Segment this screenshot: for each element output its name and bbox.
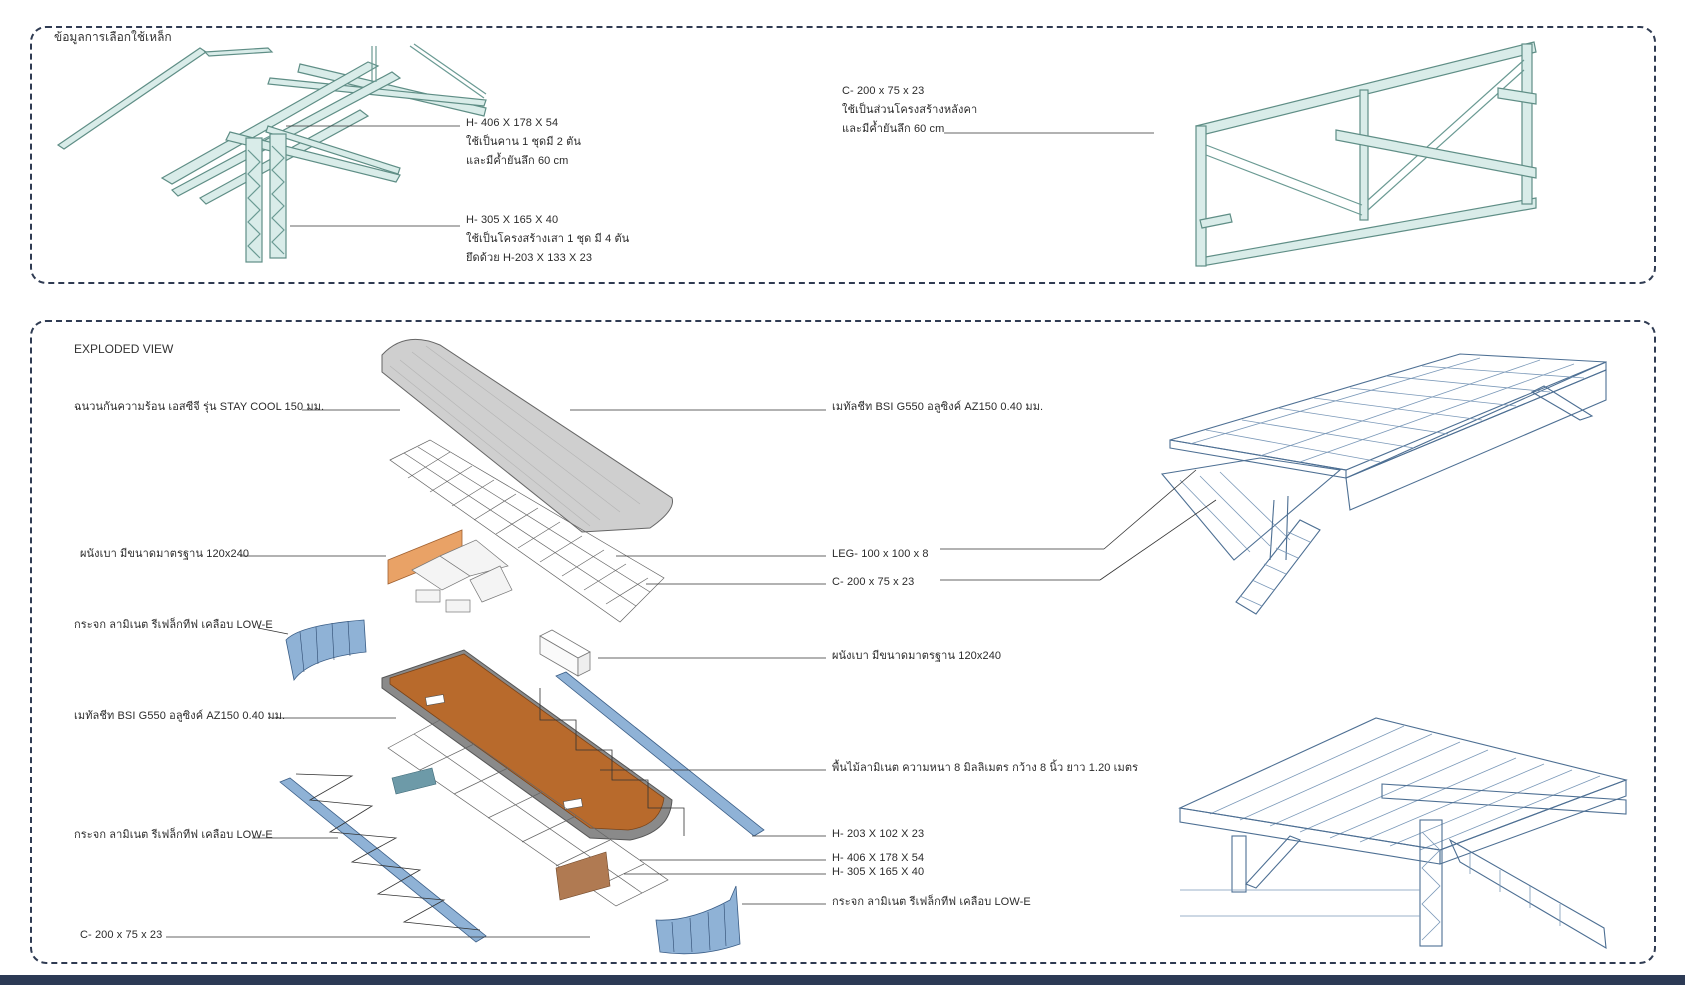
label-leg-100: LEG- 100 x 100 x 8 — [832, 548, 929, 560]
exploded-roof-grid — [389, 439, 665, 623]
label-h406: H- 406 X 178 X 54 — [832, 852, 925, 864]
label-partition-wall-right: ผนังเบา มีขนาดมาตรฐาน 120x240 — [832, 650, 1002, 662]
label-glass-left-1: กระจก ลามิเนต รีเฟล็กทีฟ เคลือบ LOW-E — [74, 619, 273, 631]
label-h203: H- 203 X 102 X 23 — [832, 828, 925, 840]
label-partition-wall-left: ผนังเบา มีขนาดมาตรฐาน 120x240 — [80, 548, 250, 560]
label-h305-column: H- 305 X 165 X 40 ใช้เป็นโครงสร้างเสา 1 … — [466, 211, 629, 268]
label-line: และมีค้ำยันลึก 60 cm — [842, 123, 945, 135]
steel-beam-column-drawing — [56, 43, 487, 263]
roof-truss-drawing — [1195, 41, 1537, 267]
skybridge-perspective-top — [1160, 353, 1607, 615]
label-line: H- 305 X 165 X 40 — [466, 214, 559, 226]
label-line: ใช้เป็นคาน 1 ชุดมี 2 ตัน — [466, 136, 582, 148]
leader-lines — [166, 125, 1217, 938]
exploded-partition-walls — [387, 529, 513, 613]
exploded-roof-panel — [381, 338, 674, 533]
label-metal-sheet-right: เมทัลชีท BSI G550 อลูซิงค์ AZ150 0.40 มม… — [832, 401, 1044, 413]
label-c200-right: C- 200 x 75 x 23 — [832, 576, 915, 588]
label-line: ใช้เป็นโครงสร้างเสา 1 ชุด มี 4 ตัน — [466, 233, 630, 245]
label-line: H- 406 X 178 X 54 — [466, 117, 559, 129]
label-glass-right: กระจก ลามิเนต รีเฟล็กทีฟ เคลือบ LOW-E — [832, 896, 1031, 908]
exploded-view-title: EXPLODED VIEW — [74, 342, 174, 356]
label-line: ใช้เป็นส่วนโครงสร้างหลังคา — [842, 104, 978, 116]
label-c200-roof: C- 200 x 75 x 23 ใช้เป็นส่วนโครงสร้างหลั… — [842, 82, 977, 139]
top-panel-title: ข้อมูลการเลือกใช้เหล็ก — [54, 30, 172, 44]
label-glass-left-2: กระจก ลามิเนต รีเฟล็กทีฟ เคลือบ LOW-E — [74, 829, 273, 841]
label-laminate-floor: พื้นไม้ลามิเนต ความหนา 8 มิลลิเมตร กว้าง… — [832, 762, 1139, 774]
label-line: และมีค้ำยันลึก 60 cm — [466, 155, 569, 167]
label-h305: H- 305 X 165 X 40 — [832, 866, 925, 878]
label-line: C- 200 x 75 x 23 — [842, 85, 925, 97]
exploded-floor-grid — [387, 719, 669, 907]
label-metal-sheet-left: เมทัลชีท BSI G550 อลูซิงค์ AZ150 0.40 มม… — [74, 710, 286, 722]
footer-bar — [0, 975, 1685, 985]
exploded-small-wall-box — [539, 629, 591, 677]
skybridge-perspective-bottom — [1178, 717, 1628, 950]
label-line: ยึดด้วย H-203 X 133 X 23 — [466, 252, 593, 264]
label-insulation: ฉนวนกันความร้อน เอสซีจี รุ่น STAY COOL 1… — [74, 401, 325, 413]
label-c200-left: C- 200 x 75 x 23 — [80, 929, 163, 941]
exploded-glass-strip-right — [539, 671, 765, 837]
steel-selection-panel — [30, 26, 1656, 284]
exploded-floor-deck — [381, 649, 673, 841]
exploded-glass-strip-left — [279, 773, 487, 943]
exploded-view-panel — [30, 320, 1656, 964]
exploded-glass-curved-left — [285, 619, 367, 681]
exploded-glass-curved-right — [655, 885, 741, 955]
label-h406-beam: H- 406 X 178 X 54 ใช้เป็นคาน 1 ชุดมี 2 ต… — [466, 114, 581, 171]
